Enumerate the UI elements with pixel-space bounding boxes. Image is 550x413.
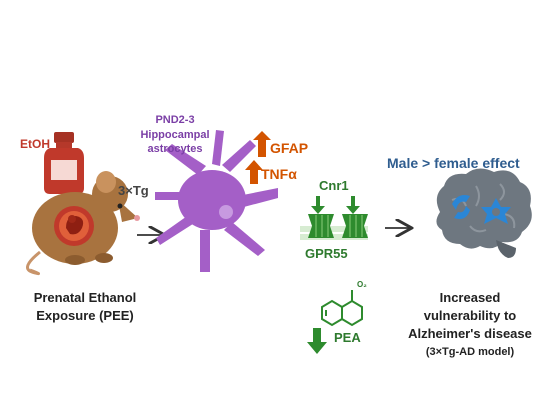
astrocyte-label: PND2-3 Hippocampal astrocytes [120,113,230,157]
outcome-caption: Increased vulnerability to Alzheimer's d… [395,289,545,361]
cnr1-label: Cnr1 [319,178,349,193]
etoh-bottle-icon [44,132,84,194]
brain-icon [436,168,532,258]
pea-down-arrow-icon [307,328,327,354]
astrocyte-label-line1: PND2-3 [155,114,195,126]
outcome-line1: Increased [439,290,501,305]
tnf-label: TNFα [261,166,297,182]
outcome-line3: Alzheimer's disease [408,326,532,341]
astrocyte-label-line2: Hippocampal [140,128,210,141]
exposure-caption-line2: Exposure (PEE) [36,308,134,323]
gfap-up-arrow-icon [253,131,271,157]
outcome-line2: vulnerability to [423,308,517,323]
exposure-caption-line1: Prenatal Ethanol [33,290,137,305]
sex-effect-label: Male > female effect [387,155,520,171]
mouse-icon [26,171,140,276]
tnf-up-arrow-icon [245,160,263,184]
astrocyte-label-line3: astrocytes [147,143,203,155]
strain-label: 3×Tg [118,183,149,198]
gfap-label: GFAP [270,140,309,156]
exposure-caption: Prenatal Ethanol Exposure (PEE) [10,289,160,325]
receptor-membrane-icon [300,214,368,240]
pea-substituent-label: O₂ [357,280,367,289]
etoh-label: EtOH [20,137,50,151]
ligand-arrow-right-icon [346,196,360,214]
pea-molecule-icon [321,290,363,327]
outcome-line4: (3×Tg-AD model) [425,346,515,358]
ligand-arrow-left-icon [311,196,325,214]
pea-label: PEA [334,330,361,345]
astrocyte-icon [155,130,278,272]
gpr55-label: GPR55 [305,246,348,261]
